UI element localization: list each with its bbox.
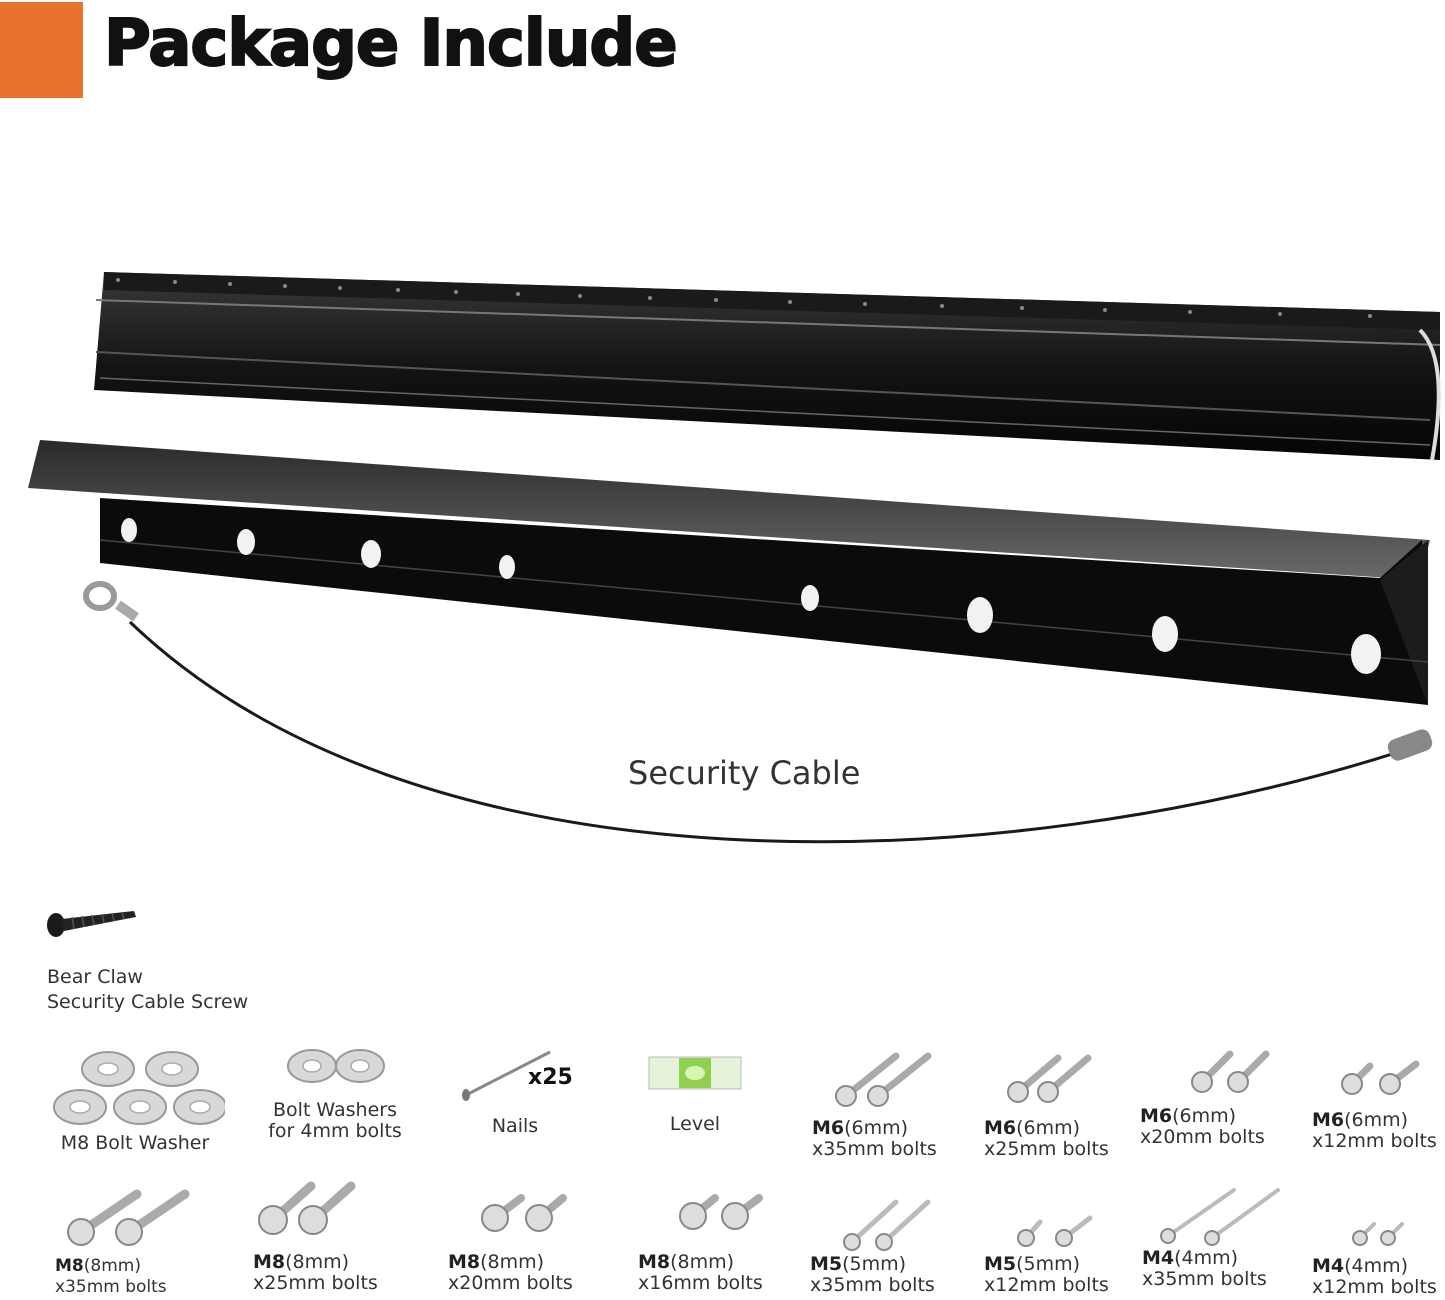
bear-claw-line2: Security Cable Screw bbox=[47, 991, 249, 1013]
m6-25-item: M6(6mm) x25mm bolts bbox=[984, 1052, 1134, 1160]
bear-claw-screw-icon bbox=[47, 911, 136, 937]
bolt-size: M5 bbox=[810, 1253, 843, 1275]
page-title: Package Include bbox=[103, 6, 679, 82]
bolt-icon bbox=[1017, 1215, 1093, 1247]
bolt-length: x16mm bolts bbox=[638, 1272, 763, 1294]
bolt-icon bbox=[67, 1189, 190, 1246]
bolt-length: x25mm bolts bbox=[253, 1272, 378, 1294]
m8-25-item: M8(8mm) x25mm bolts bbox=[235, 1176, 395, 1294]
bolt-size: M8 bbox=[253, 1251, 286, 1273]
bolt-icon bbox=[481, 1194, 567, 1232]
bolt-diameter: (6mm) bbox=[1344, 1109, 1409, 1131]
bolt-diameter: (8mm) bbox=[285, 1251, 350, 1273]
bolt-length: x20mm bolts bbox=[448, 1272, 573, 1294]
bolt-size: M8 bbox=[55, 1256, 84, 1276]
m6-20-item: M6(6mm) x20mm bolts bbox=[1140, 1046, 1290, 1148]
security-cable-label: Security Cable bbox=[628, 754, 861, 792]
washer-icon bbox=[287, 1049, 385, 1083]
bolt-diameter: (5mm) bbox=[842, 1253, 907, 1275]
bolt-size: M8 bbox=[638, 1251, 671, 1273]
level-item: Level bbox=[630, 1054, 760, 1135]
m4-35-item: M4(4mm) x35mm bolts bbox=[1142, 1184, 1292, 1290]
m8-35-item: M8(8mm) x35mm bolts bbox=[55, 1186, 205, 1298]
nail-icon: x25 bbox=[462, 1050, 573, 1101]
bolt-icon bbox=[258, 1181, 356, 1235]
bolt-washers-line1: Bolt Washers bbox=[273, 1099, 397, 1121]
bolt-length: x35mm bolts bbox=[1142, 1268, 1267, 1290]
bolt-icon bbox=[1341, 1060, 1420, 1095]
cleat-rails-illustration bbox=[28, 272, 1441, 844]
m6-35-item: M6(6mm) x35mm bolts bbox=[812, 1050, 962, 1160]
bolt-size: M4 bbox=[1142, 1247, 1175, 1269]
bolt-size: M6 bbox=[984, 1117, 1017, 1139]
bolt-diameter: (6mm) bbox=[1016, 1117, 1081, 1139]
m8-20-item: M8(8mm) x20mm bolts bbox=[448, 1192, 598, 1294]
bolt-length: x35mm bolts bbox=[812, 1138, 937, 1160]
bolt-diameter: (8mm) bbox=[670, 1251, 735, 1273]
nail-quantity: x25 bbox=[528, 1065, 573, 1090]
bolt-diameter: (5mm) bbox=[1016, 1253, 1081, 1275]
bolt-length: x25mm bolts bbox=[984, 1138, 1109, 1160]
nails-item: x25 Nails bbox=[450, 1046, 580, 1137]
bolt-size: M8 bbox=[448, 1251, 481, 1273]
nails-label: Nails bbox=[491, 1115, 539, 1137]
bolt-icon bbox=[1352, 1222, 1404, 1246]
bolt-washers-line2: for 4mm bolts bbox=[268, 1120, 402, 1142]
m8-16-item: M8(8mm) x16mm bolts bbox=[638, 1190, 788, 1294]
m8-bolt-washer-label: M8 Bolt Washer bbox=[60, 1132, 210, 1154]
bolt-diameter: (4mm) bbox=[1344, 1255, 1409, 1277]
m5-12-item: M5(5mm) x12mm bolts bbox=[984, 1210, 1134, 1296]
bolt-washers-item: Bolt Washers for 4mm bolts bbox=[250, 1046, 420, 1142]
bolt-diameter: (8mm) bbox=[83, 1256, 141, 1276]
bolt-length: x35mm bolts bbox=[55, 1277, 167, 1297]
bolt-diameter: (6mm) bbox=[844, 1117, 909, 1139]
accent-square bbox=[0, 2, 83, 98]
bolt-size: M4 bbox=[1312, 1255, 1345, 1277]
level-icon bbox=[648, 1056, 742, 1090]
bolt-length: x35mm bolts bbox=[810, 1274, 935, 1296]
bolt-icon bbox=[1159, 1188, 1280, 1246]
bolt-diameter: (6mm) bbox=[1172, 1105, 1237, 1127]
bolt-icon bbox=[679, 1194, 763, 1230]
bolt-length: x12mm bolts bbox=[1312, 1130, 1437, 1152]
bolt-size: M6 bbox=[1312, 1109, 1345, 1131]
bolt-length: x12mm bolts bbox=[984, 1274, 1109, 1296]
bolt-size: M6 bbox=[812, 1117, 845, 1139]
level-label: Level bbox=[669, 1113, 721, 1135]
m6-12-item: M6(6mm) x12mm bolts bbox=[1312, 1056, 1442, 1152]
top-wall-rail bbox=[94, 272, 1441, 461]
bolt-icon bbox=[1007, 1054, 1092, 1103]
bolt-diameter: (8mm) bbox=[480, 1251, 545, 1273]
bolt-icon bbox=[843, 1199, 931, 1251]
bolt-size: M5 bbox=[984, 1253, 1017, 1275]
bolt-size: M6 bbox=[1140, 1105, 1173, 1127]
bear-claw-line1: Bear Claw bbox=[47, 966, 143, 988]
bear-claw-label: Bear Claw Security Cable Screw bbox=[47, 965, 248, 1015]
bolt-icon bbox=[835, 1052, 932, 1107]
m5-35-item: M5(5mm) x35mm bolts bbox=[810, 1194, 960, 1296]
m4-12-item: M4(4mm) x12mm bolts bbox=[1312, 1212, 1442, 1298]
bolt-diameter: (4mm) bbox=[1174, 1247, 1239, 1269]
bolt-length: x12mm bolts bbox=[1312, 1276, 1437, 1298]
washer-icon bbox=[53, 1051, 225, 1125]
bolt-length: x20mm bolts bbox=[1140, 1126, 1265, 1148]
security-cable bbox=[83, 581, 1433, 844]
m8-bolt-washer-item: M8 Bolt Washer bbox=[40, 1045, 230, 1154]
bolt-icon bbox=[1191, 1050, 1270, 1093]
bottom-tv-rail bbox=[28, 440, 1430, 705]
